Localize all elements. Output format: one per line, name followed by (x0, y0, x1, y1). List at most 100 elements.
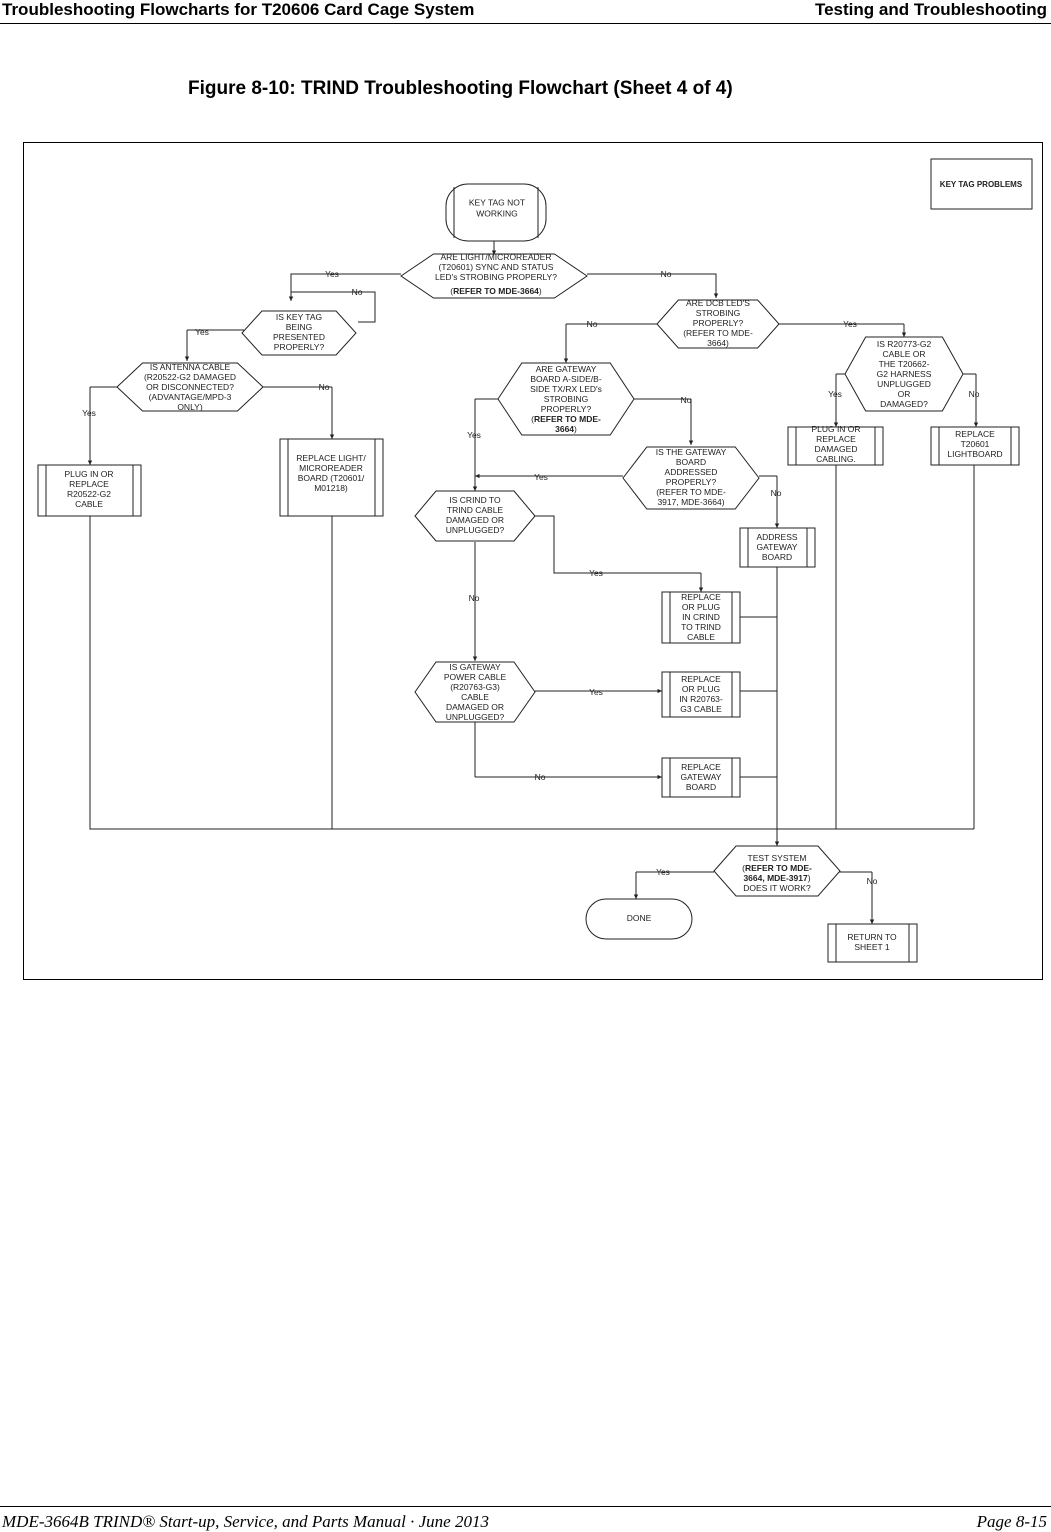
ref-bold: REFER TO MDE- (745, 863, 812, 873)
process-address-gateway-text-line: GATEWAY (757, 542, 798, 552)
decision-gateway-addressed-text-line: BOARD (676, 457, 706, 467)
decision-dcb-text-line: ARE DCB LED'S (686, 298, 750, 308)
process-replace-crind-cable (661, 591, 741, 644)
label-gw-no: No (681, 395, 692, 405)
process-replace-gateway-board (661, 757, 741, 798)
header-rule (0, 23, 1051, 24)
decision-gateway-power-text-line: DAMAGED OR (446, 702, 504, 712)
process-replace-power-cable-text-line: OR PLUG (682, 684, 720, 694)
process-replace-power-cable (661, 671, 741, 718)
label-crind-yes: Yes (589, 568, 603, 578)
decision-key-tag-text-line: BEING (286, 322, 312, 332)
process-return-sheet1-text-line: RETURN TO (847, 932, 897, 942)
done-label-line: DONE (627, 913, 652, 923)
footer-manual-title: MDE-3664B TRIND® Start-up, Service, and … (2, 1512, 489, 1531)
decision-harness-text-line: IS R20773-G2 (877, 339, 932, 349)
label-keytag-no: No (352, 287, 363, 297)
decision-light-reader-ref: (REFER TO MDE-3664) (450, 286, 542, 296)
label-gw-yes: Yes (467, 430, 481, 440)
ref-paren: ( (531, 414, 534, 424)
connector-to-gateway-board-arrowhead (563, 358, 569, 363)
process-replace-t20601-text-line: T20601 (961, 439, 990, 449)
connector-to-replace-gateway-arrowhead (657, 774, 662, 780)
connector-power-yes-arrowhead (657, 688, 662, 694)
process-replace-light-text-line: BOARD (T20601/ (298, 473, 365, 483)
done-terminator (585, 898, 693, 940)
decision-gateway-board-ref: (REFER TO MDE- (531, 414, 601, 424)
figure-title: Figure 8-10: TRIND Troubleshooting Flowc… (188, 78, 733, 99)
connector-to-antenna-arrowhead (184, 356, 190, 361)
label-harness-no: No (969, 389, 980, 399)
decision-test-system-ref: (REFER TO MDE- (742, 863, 812, 873)
process-plug-antenna-text-line: CABLE (75, 499, 103, 509)
connector-collector (89, 516, 974, 830)
decision-light-reader (400, 253, 588, 299)
decision-antenna-text-line: IS ANTENNA CABLE (150, 362, 231, 372)
header-chapter-title: Testing and Troubleshooting (814, 0, 1047, 19)
label-power-yes: Yes (589, 687, 603, 697)
decision-antenna-text-line: OR DISCONNECTED? (146, 382, 234, 392)
label-harness-yes: Yes (828, 389, 842, 399)
decision-gateway-addressed-text-line: 3917, MDE-3664) (657, 497, 724, 507)
decision-key-tag-text-line: PROPERLY? (274, 342, 325, 352)
process-plug-antenna-text-line: PLUG IN OR (64, 469, 113, 479)
process-replace-light-text-line: REPLACE LIGHT/ (296, 453, 366, 463)
decision-dcb-text-line: (REFER TO MDE- (683, 328, 753, 338)
connector-to-address-arrowhead (774, 523, 780, 528)
key-tag-problems-label-line: KEY TAG PROBLEMS (940, 180, 1023, 189)
label-light-yes: Yes (325, 269, 339, 279)
decision-gateway-power-text-line: POWER CABLE (444, 672, 507, 682)
process-plug-damaged-cabling (787, 426, 884, 466)
process-replace-crind-cable-text-line: OR PLUG (682, 602, 720, 612)
connector-to-plug-damaged-arrowhead (833, 422, 839, 427)
label-dcb-no: No (587, 319, 598, 329)
ref-paren: ) (539, 286, 542, 296)
process-replace-crind-cable-text-line: REPLACE (681, 592, 721, 602)
decision-harness-text-line: CABLE OR (883, 349, 926, 359)
process-replace-gateway-board-text-line: REPLACE (681, 762, 721, 772)
label-crind-no: No (469, 593, 480, 603)
connector-to-replace-light-arrowhead (329, 434, 335, 439)
connector-light-no-arrowhead (713, 293, 719, 298)
decision-gateway-board-text-line: ARE GATEWAY (536, 364, 597, 374)
decision-harness (844, 336, 964, 412)
decision-antenna-text-line: ONLY) (177, 402, 203, 412)
decision-gateway-power-text-line: CABLE (461, 692, 489, 702)
decision-gateway-power-text-line: UNPLUGGED? (446, 712, 505, 722)
decision-harness-text-line: OR (898, 389, 911, 399)
decision-test-system (713, 845, 841, 897)
decision-light-reader-text-line: ARE LIGHT/MICROREADER (441, 252, 552, 262)
process-replace-power-cable-text-line: G3 CABLE (680, 704, 722, 714)
key-tag-problems-box (930, 158, 1033, 210)
process-replace-crind-cable-text-line: IN CRIND (682, 612, 720, 622)
decision-crind-cable (414, 490, 536, 542)
ref-paren: ( (742, 863, 745, 873)
connector-to-plug-antenna-arrowhead (87, 460, 93, 465)
connector-start-arrowhead (491, 250, 497, 255)
decision-gateway-power (414, 661, 536, 723)
process-replace-power-cable-text-line: REPLACE (681, 674, 721, 684)
label-power-no: No (535, 772, 546, 782)
decision-test-system-text-line: TEST SYSTEM (748, 853, 807, 863)
process-replace-t20601-text-line: REPLACE (955, 429, 995, 439)
process-replace-gateway-board-text-line: GATEWAY (681, 772, 722, 782)
process-plug-damaged-cabling-text-line: CABLING. (816, 454, 856, 464)
connector-to-return-arrowhead (869, 919, 875, 924)
connector-to-keytag-arrowhead (288, 296, 294, 301)
process-replace-light (279, 438, 384, 517)
process-address-gateway-text-line: ADDRESS (756, 532, 797, 542)
label-test-yes: Yes (656, 867, 670, 877)
ref-bold: 3664, MDE-3917 (743, 873, 808, 883)
connector-light-yes (290, 273, 401, 292)
decision-gateway-power-text-line: IS GATEWAY (449, 662, 501, 672)
decision-harness-text-line: UNPLUGGED (877, 379, 931, 389)
decision-harness-text-line: G2 HARNESS (877, 369, 932, 379)
label-gwaddr-yes: Yes (534, 472, 548, 482)
process-return-sheet1-text-line: SHEET 1 (854, 942, 890, 952)
label-keytag-yes: Yes (195, 327, 209, 337)
decision-dcb (656, 299, 780, 349)
ref-bold: 3664 (555, 424, 574, 434)
ref-paren: ) (808, 873, 811, 883)
header-section-title: Troubleshooting Flowcharts for T20606 Ca… (2, 0, 475, 19)
connector-to-done-arrowhead (633, 894, 639, 899)
